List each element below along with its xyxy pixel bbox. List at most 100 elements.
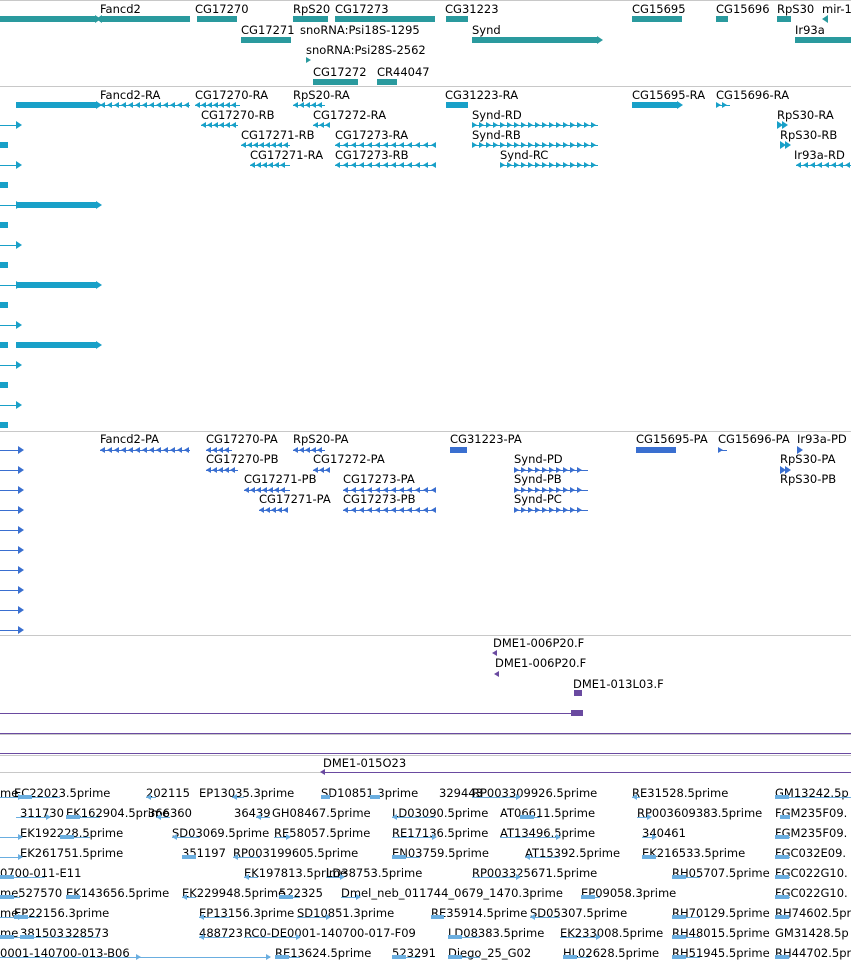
est-feature-label[interactable]: 328573 [65,926,109,940]
est-feature-label[interactable]: GH08467.5prime [272,806,371,820]
est-feature-label[interactable]: EP13035.3prime [199,786,295,800]
transcripts-feature-label[interactable]: CG17273-RB [335,148,409,162]
est-feature-label[interactable]: LD38753.5prime [326,866,423,880]
proteins-feature-label[interactable]: CG15696-PA [718,432,790,446]
est-feature-label[interactable]: me [0,786,19,800]
transcripts-feature-label[interactable]: CG31223-RA [445,88,519,102]
est-glyph[interactable] [775,835,789,839]
gene-glyph[interactable] [313,79,358,85]
est-feature-label[interactable]: AT15392.5prime [525,846,621,860]
est-feature-label[interactable]: RH44702.5pr [775,946,851,960]
transcripts-feature-label[interactable]: RpS30-RB [780,128,838,142]
est-glyph[interactable] [775,895,789,899]
est-feature-label[interactable]: RH48015.5prime [672,926,770,940]
genes-feature-label[interactable]: Ir93a [795,23,825,37]
est-feature-label[interactable]: RE17136.5prime [392,826,489,840]
proteins-feature-label[interactable]: RpS30-PB [780,472,837,486]
est-glyph[interactable] [775,955,789,959]
proteins-feature-label[interactable]: CG17270-PA [206,432,278,446]
est-feature-label[interactable]: 0001-140700-013-B06 [0,946,130,960]
transcripts-feature-label[interactable]: Ir93a-RD [794,148,845,162]
est-glyph[interactable] [66,895,80,899]
est-glyph[interactable] [520,815,534,819]
est-glyph[interactable] [20,935,34,939]
est-feature-label[interactable]: LD08383.5prime [448,926,545,940]
transcripts-feature-label[interactable]: CG17272-RA [313,108,387,122]
transcripts-feature-label[interactable]: Fancd2-RA [100,88,161,102]
est-feature-label[interactable]: RP003199605.5prime [233,846,359,860]
est-glyph[interactable] [66,815,80,819]
transcript-glyph[interactable] [632,102,677,108]
est-glyph[interactable] [14,915,28,919]
proteins-feature-label[interactable]: Synd-PC [514,492,562,506]
genes-feature-label[interactable]: CG15695 [632,2,686,16]
est-glyph[interactable] [448,935,462,939]
est-feature-label[interactable]: HL02628.5prime [563,946,660,960]
est-feature-label[interactable]: RH05707.5prime [672,866,770,880]
genes-feature-label[interactable]: RpS20 [293,2,331,16]
gene-glyph[interactable] [241,37,291,43]
genes-feature-label[interactable]: RpS30 [777,2,815,16]
proteins-feature-label[interactable]: CG31223-PA [450,432,522,446]
transcript-glyph[interactable] [16,102,96,108]
est-feature-label[interactable]: 329443 [439,786,483,800]
proteins-feature-label[interactable]: CG15695-PA [636,432,708,446]
est-glyph[interactable] [321,795,330,799]
proteins-feature-label[interactable]: Synd-PB [514,472,562,486]
est-glyph[interactable] [275,955,289,959]
transcript-glyph[interactable] [16,282,96,288]
genes-feature-label[interactable]: CG17272 [313,65,367,79]
est-glyph[interactable] [581,895,595,899]
est-glyph[interactable] [0,875,14,879]
gene-glyph[interactable] [716,16,728,22]
est-feature-label[interactable]: RP003325671.5prime [472,866,598,880]
transcript-glyph[interactable] [0,382,8,388]
est-feature-label[interactable]: EK261751.5prime [20,846,124,860]
gene-glyph[interactable] [795,37,851,43]
est-feature-label[interactable]: SD10851.3prime [297,906,395,920]
est-feature-label[interactable]: SD10851.3prime [321,786,419,800]
est-feature-label[interactable]: EK197813.5prime [244,866,348,880]
genes-feature-label[interactable]: CG31223 [445,2,499,16]
genes-feature-label[interactable]: CG15696 [716,2,770,16]
est-feature-label[interactable]: 0700-011-E11 [0,866,82,880]
transcripts-feature-label[interactable]: CG17271-RA [250,148,324,162]
est-feature-label[interactable]: FGC022G10. [775,866,848,880]
genes-feature-label[interactable]: CR44047 [377,65,430,79]
gene-glyph[interactable] [0,16,95,22]
est-feature-label[interactable]: EP22156.3prime [14,906,110,920]
gene-glyph[interactable] [100,16,190,22]
est-feature-label[interactable]: EK143656.5prime [66,886,170,900]
est-feature-label[interactable]: RE13624.5prime [275,946,372,960]
bac-feature-label[interactable]: DME1-006P20.F [495,656,587,670]
bac-feature-label[interactable]: DME1-013L03.F [573,677,664,691]
genes-feature-label[interactable]: Synd [472,23,501,37]
est-feature-label[interactable]: GM13242.5p [775,786,849,800]
est-feature-label[interactable]: EK229948.5prime [182,886,286,900]
genes-feature-label[interactable]: CG17270 [195,2,249,16]
proteins-feature-label[interactable]: CG17271-PB [244,472,317,486]
transcript-glyph[interactable] [0,262,8,268]
est-feature-label[interactable]: RH74602.5pr [775,906,851,920]
est-feature-label[interactable]: FGM235F09. [775,826,848,840]
est-feature-label[interactable]: AT06611.5prime [500,806,596,820]
est-feature-label[interactable]: AT13496.5prime [500,826,596,840]
est-glyph[interactable] [672,955,686,959]
est-feature-label[interactable]: EK233008.5prime [560,926,664,940]
genes-feature-label[interactable]: snoRNA:Psi18S-1295 [300,23,420,37]
est-feature-label[interactable]: EK162904.5prime [66,806,170,820]
protein-glyph[interactable] [636,447,676,453]
est-glyph[interactable] [392,855,406,859]
est-feature-label[interactable]: FGC022G10. [775,886,848,900]
transcripts-feature-label[interactable]: CG15695-RA [632,88,706,102]
est-feature-label[interactable]: RH51945.5prime [672,946,770,960]
proteins-feature-label[interactable]: CG17270-PB [206,452,279,466]
est-glyph[interactable] [775,915,789,919]
genes-feature-label[interactable]: snoRNA:Psi28S-2562 [306,43,426,57]
est-feature-label[interactable]: RE58057.5prime [274,826,371,840]
transcripts-feature-label[interactable]: CG17271-RB [241,128,315,142]
transcripts-feature-label[interactable]: Synd-RC [500,148,549,162]
protein-glyph[interactable] [450,447,467,453]
est-glyph[interactable] [0,895,14,899]
